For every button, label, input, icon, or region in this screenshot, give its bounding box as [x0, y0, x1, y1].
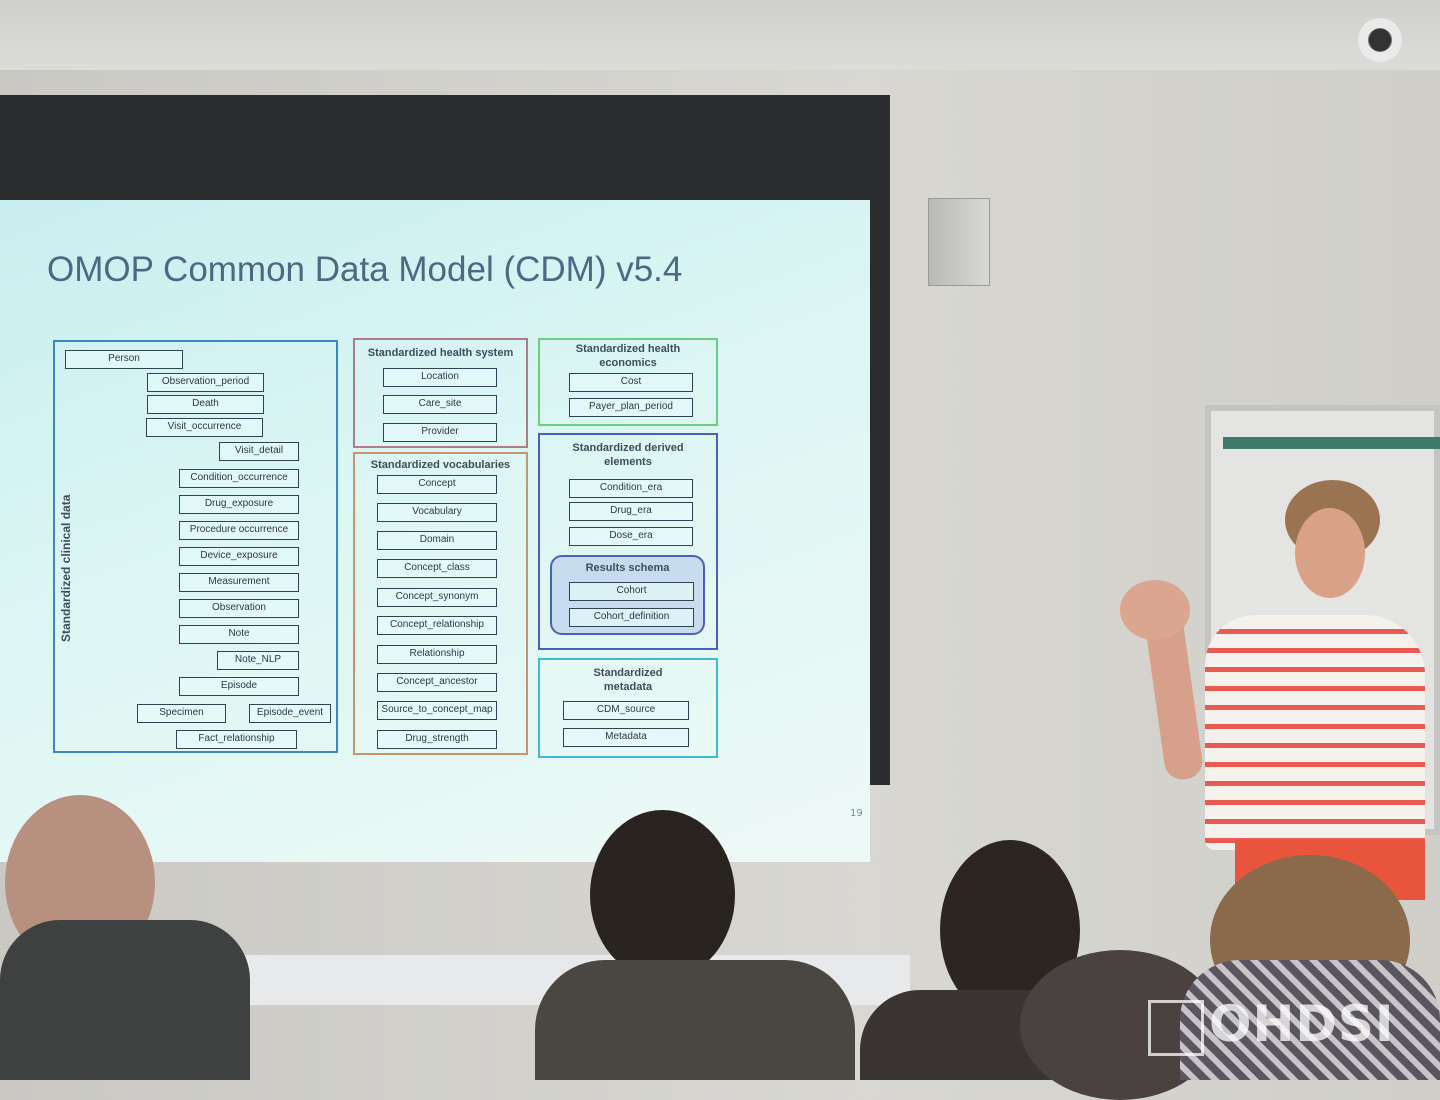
- table-box: Dose_era: [569, 527, 693, 546]
- presenter-shirt: [1205, 615, 1425, 850]
- ohdsi-watermark: OHDSI: [1209, 995, 1395, 1053]
- table-box: Concept: [377, 475, 497, 494]
- table-box: Location: [383, 368, 497, 387]
- table-box: Drug_era: [569, 502, 693, 521]
- table-box: Concept_ancestor: [377, 673, 497, 692]
- group-clinical: Standardized clinical data: [53, 340, 338, 753]
- table-box: Death: [147, 395, 264, 414]
- table-box: Concept_relationship: [377, 616, 497, 635]
- table-box: Concept_synonym: [377, 588, 497, 607]
- audience-body: [1180, 960, 1440, 1080]
- table-box: Provider: [383, 423, 497, 442]
- table-box: Episode_event: [249, 704, 331, 723]
- group-title: Results schema: [585, 562, 670, 574]
- slide-title: OMOP Common Data Model (CDM) v5.4: [47, 250, 683, 289]
- table-box: Cohort_definition: [569, 608, 694, 627]
- table-box: Cost: [569, 373, 693, 392]
- group-title: Standardized vocabularies: [370, 459, 511, 471]
- wall-speaker: [928, 198, 990, 286]
- presenter-hand: [1120, 580, 1190, 640]
- group-title: Standardized health system: [367, 347, 514, 359]
- audience-head: [590, 810, 735, 980]
- projection-screen: OMOP Common Data Model (CDM) v5.4 Standa…: [0, 95, 890, 862]
- group-metadata: Standardized metadata: [538, 658, 718, 758]
- table-box: Specimen: [137, 704, 226, 723]
- group-title: Standardized metadata: [593, 667, 663, 693]
- table-box: CDM_source: [563, 701, 689, 720]
- presenter-face: [1295, 508, 1365, 598]
- group-health-system: Standardized health system: [353, 338, 528, 448]
- table-box: Relationship: [377, 645, 497, 664]
- table-box: Procedure occurrence: [179, 521, 299, 540]
- table-box: Condition_occurrence: [179, 469, 299, 488]
- group-title: Standardized clinical data: [59, 494, 73, 642]
- table-box: Measurement: [179, 573, 299, 592]
- table-box: Drug_strength: [377, 730, 497, 749]
- table-box: Payer_plan_period: [569, 398, 693, 417]
- slide-page-number: 19: [850, 808, 863, 819]
- group-health-economics: Standardized health economics: [538, 338, 718, 426]
- audience-body: [0, 920, 250, 1080]
- table-box: Domain: [377, 531, 497, 550]
- table-box: Concept_class: [377, 559, 497, 578]
- presenter: [1110, 480, 1440, 900]
- audience-body: [535, 960, 855, 1080]
- table-box: Note_NLP: [217, 651, 299, 670]
- group-title: Standardized health economics: [575, 343, 681, 369]
- table-box: Visit_detail: [219, 442, 299, 461]
- table-box: Vocabulary: [377, 503, 497, 522]
- whiteboard-banner: [1223, 437, 1440, 449]
- table-box: Metadata: [563, 728, 689, 747]
- table-box: Care_site: [383, 395, 497, 414]
- slide: OMOP Common Data Model (CDM) v5.4 Standa…: [0, 200, 870, 862]
- table-box: Observation_period: [147, 373, 264, 392]
- table-box: Visit_occurrence: [146, 418, 263, 437]
- table-box: Observation: [179, 599, 299, 618]
- ceiling: [0, 0, 1440, 70]
- table-box: Cohort: [569, 582, 694, 601]
- group-vocabularies: Standardized vocabularies: [353, 452, 528, 755]
- security-camera: [1358, 18, 1402, 62]
- table-box: Source_to_concept_map: [377, 701, 497, 720]
- table-box: Drug_exposure: [179, 495, 299, 514]
- ohdsi-logo-icon: [1148, 1000, 1204, 1056]
- table-box: Person: [65, 350, 183, 369]
- table-box: Condition_era: [569, 479, 693, 498]
- table-box: Fact_relationship: [176, 730, 297, 749]
- group-derived: Standardized derived elements: [538, 433, 718, 650]
- table-box: Episode: [179, 677, 299, 696]
- group-title: Standardized derived elements: [572, 442, 684, 468]
- table-box: Note: [179, 625, 299, 644]
- table-box: Device_exposure: [179, 547, 299, 566]
